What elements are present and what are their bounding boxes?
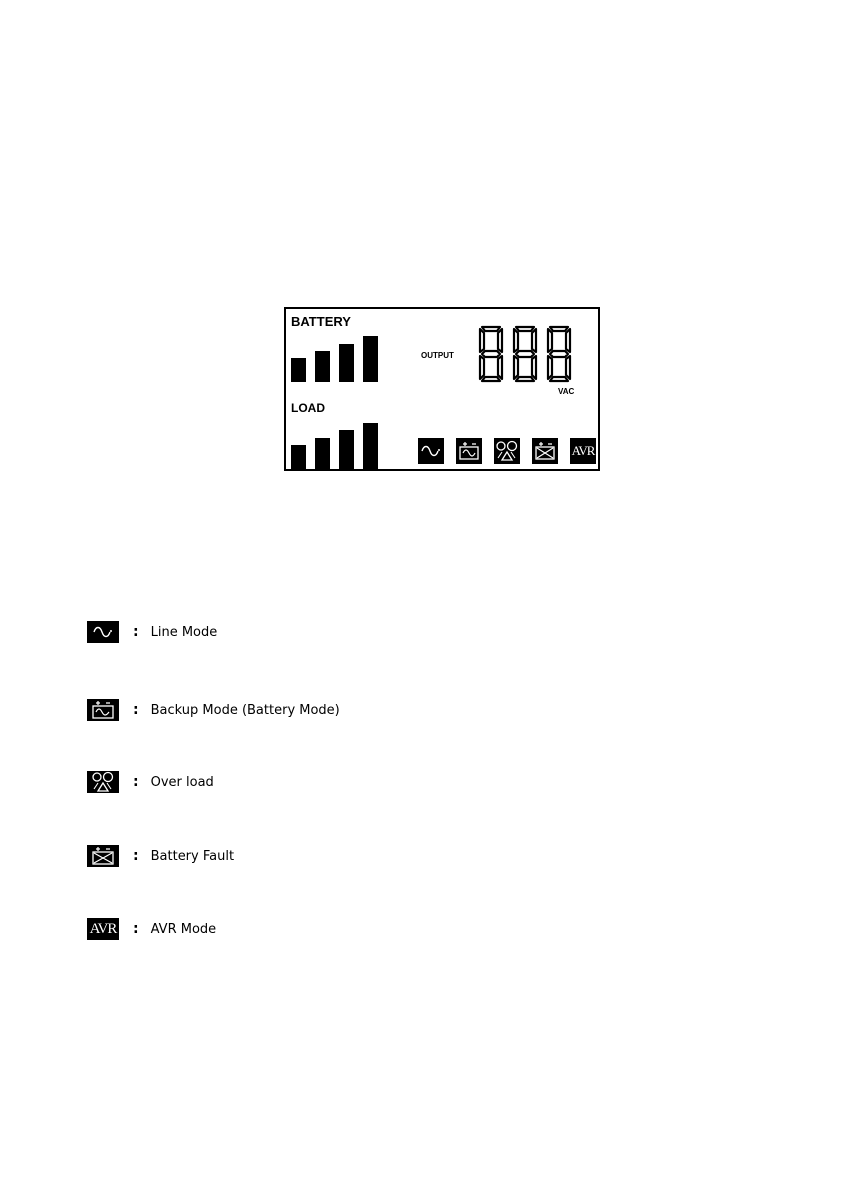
load-bar-3	[339, 430, 354, 469]
battery-fault-icon	[87, 845, 119, 867]
legend-item-backup-mode: : Backup Mode (Battery Mode)	[87, 699, 340, 721]
legend-label: Backup Mode (Battery Mode)	[150, 702, 340, 718]
legend-item-battery-fault: : Battery Fault	[87, 845, 234, 867]
seven-segment-display	[478, 325, 572, 383]
avr-icon: AVR	[87, 918, 119, 940]
load-label: LOAD	[291, 401, 325, 415]
legend-label: Battery Fault	[150, 848, 235, 864]
avr-icon-text: AVR	[89, 920, 118, 937]
lcd-panel: BATTERY OUTPUT	[284, 307, 600, 471]
legend-colon: :	[133, 624, 139, 640]
legend-item-overload: : Over load	[87, 771, 214, 793]
battery-bar-2	[315, 351, 330, 382]
backup-mode-icon	[87, 699, 119, 721]
overload-icon	[87, 771, 119, 793]
battery-bar-4	[363, 336, 378, 382]
legend-colon: :	[133, 921, 139, 937]
avr-icon: AVR	[570, 438, 596, 464]
legend-colon: :	[133, 702, 139, 718]
legend-item-line-mode: : Line Mode	[87, 621, 217, 643]
legend-label: Over load	[150, 774, 214, 790]
load-bar-4	[363, 423, 378, 469]
line-mode-icon	[87, 621, 119, 643]
load-bar-1	[291, 445, 306, 469]
output-label: OUTPUT	[421, 351, 454, 360]
digit-3	[546, 325, 572, 383]
backup-mode-icon	[456, 438, 482, 464]
digit-2	[512, 325, 538, 383]
legend-label: AVR Mode	[150, 921, 217, 937]
legend-colon: :	[133, 848, 139, 864]
legend-label: Line Mode	[150, 624, 218, 640]
overload-icon	[494, 438, 520, 464]
load-bar-2	[315, 438, 330, 469]
legend-colon: :	[133, 774, 139, 790]
battery-bar-3	[339, 344, 354, 382]
unit-label: VAC	[558, 387, 575, 396]
battery-fault-icon	[532, 438, 558, 464]
battery-bar-1	[291, 358, 306, 382]
digit-1	[478, 325, 504, 383]
avr-icon-text: AVR	[571, 443, 596, 458]
line-mode-icon	[418, 438, 444, 464]
legend-item-avr-mode: AVR : AVR Mode	[87, 918, 216, 940]
battery-label: BATTERY	[291, 314, 351, 329]
